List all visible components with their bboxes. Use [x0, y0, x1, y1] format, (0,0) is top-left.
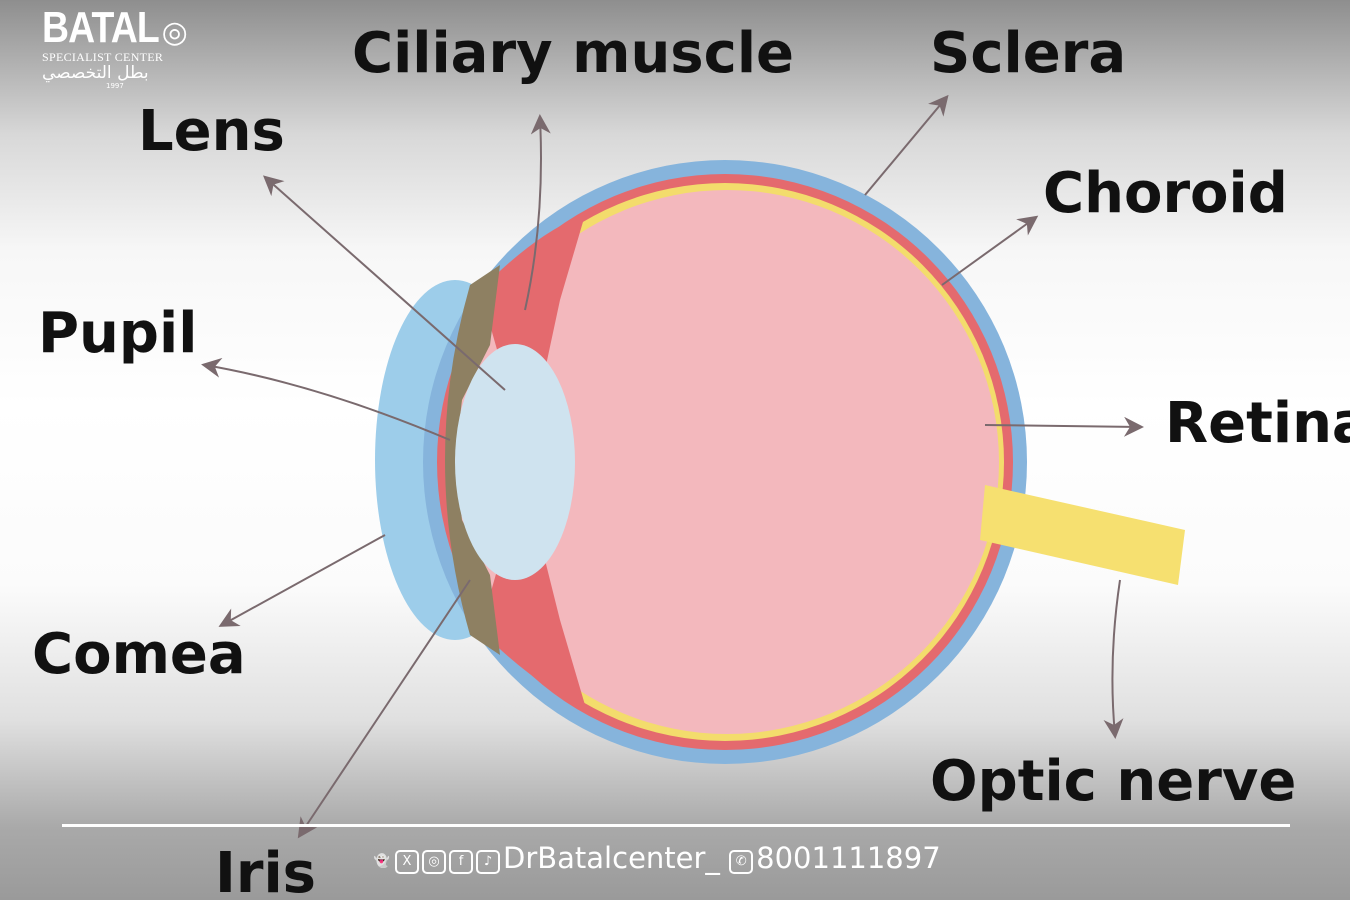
snapchat-icon: 👻: [373, 854, 391, 869]
ciliary-body: [480, 215, 585, 705]
logo-brand: BATAL: [42, 3, 160, 52]
facebook-icon: f: [449, 850, 473, 874]
footer-divider: [62, 824, 1290, 827]
batal-logo: BATAL◎ SPECIALIST CENTER بطل التخصصي 199…: [42, 3, 192, 91]
label-optic-nerve: Optic nerve: [930, 749, 1296, 814]
social-handle: DrBatalcenter_: [503, 841, 720, 875]
label-lens: Lens: [138, 99, 285, 164]
phone-icon: ✆: [729, 850, 754, 874]
optic-nerve: [980, 485, 1185, 585]
label-iris: Iris: [215, 841, 316, 900]
label-pupil: Pupil: [38, 301, 197, 366]
phone-number: 8001111897: [756, 841, 941, 875]
pointer-lines: [201, 94, 1144, 839]
logo-arabic: بطل التخصصي: [42, 63, 149, 83]
vitreous: [455, 190, 999, 734]
contact-footer: 👻 X◎f♪DrBatalcenter_ ✆8001111897: [372, 840, 941, 876]
lens: [455, 344, 575, 580]
label-retina: Retina: [1165, 391, 1350, 456]
logo-year: 1997: [106, 82, 124, 90]
instagram-icon: ◎: [422, 850, 446, 874]
tiktok-icon: ♪: [476, 850, 500, 874]
eye-logo-icon: ◎: [161, 15, 188, 50]
label-ciliary-muscle: Ciliary muscle: [352, 21, 794, 86]
x-icon: X: [395, 850, 419, 874]
eyeball: [375, 160, 1185, 764]
label-choroid: Choroid: [1043, 161, 1288, 226]
iris: [445, 265, 500, 655]
label-sclera: Sclera: [930, 21, 1126, 86]
label-cornea: Comea: [32, 622, 246, 687]
logo-subtitle: SPECIALIST CENTER: [42, 50, 164, 64]
